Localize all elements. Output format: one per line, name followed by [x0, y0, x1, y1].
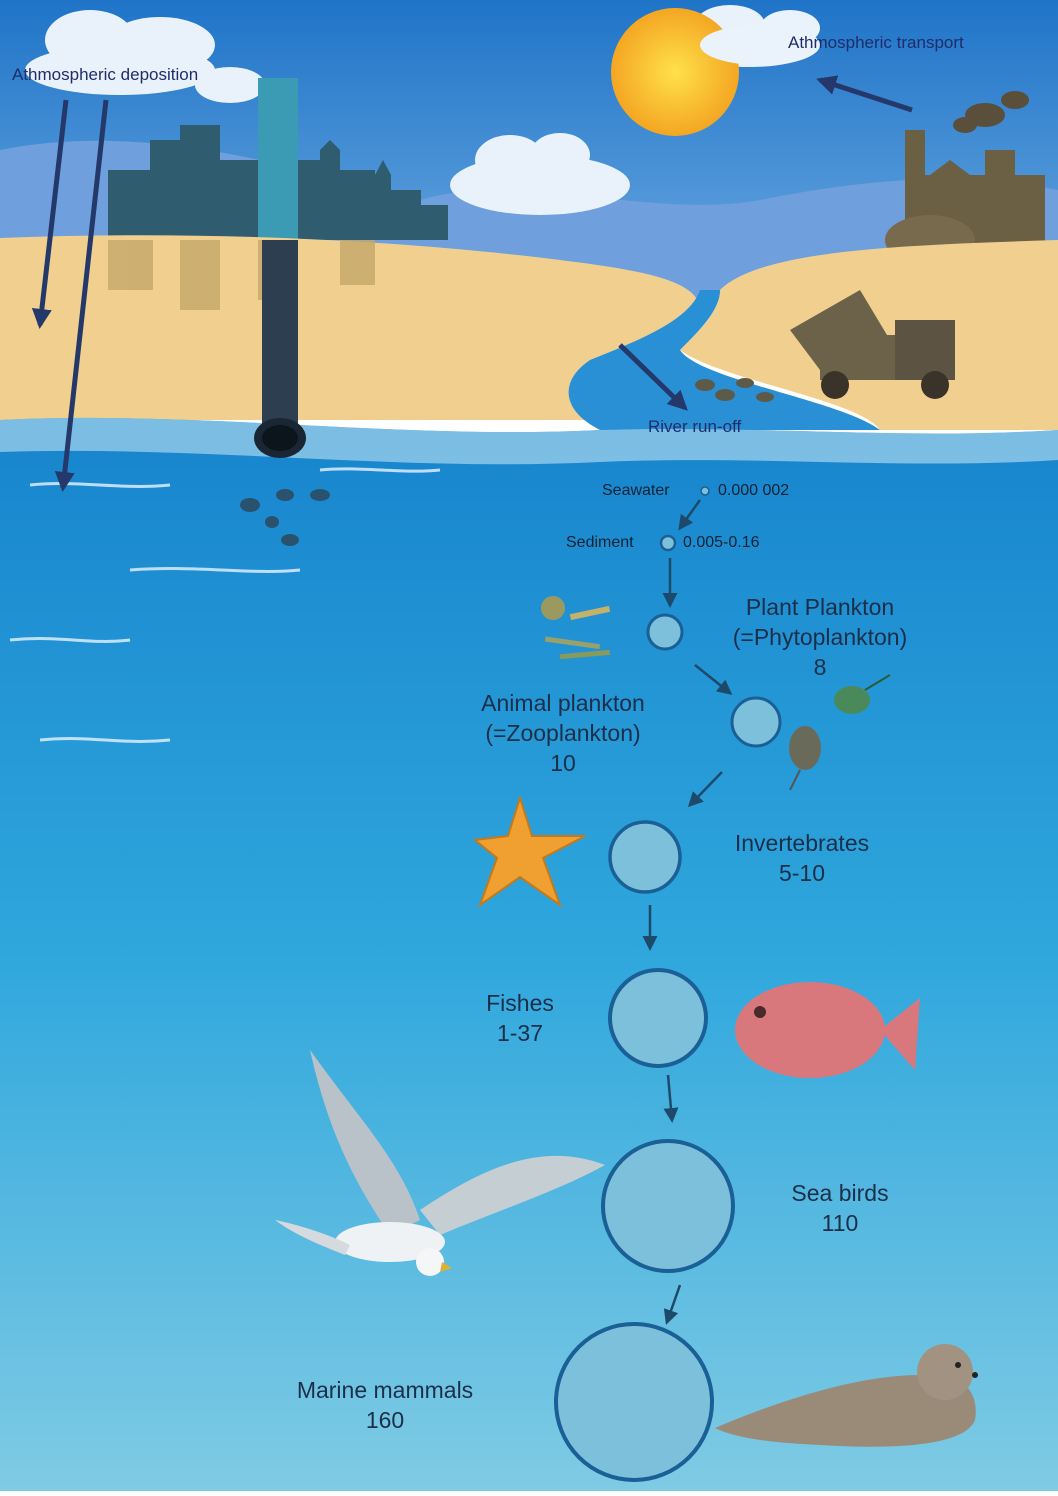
phytoplankton-value: 8 — [705, 652, 935, 682]
zooplankton-alias: (=Zooplankton) — [448, 718, 678, 748]
seawater-label: Seawater — [602, 476, 670, 506]
zooplankton-name: Animal plankton — [448, 688, 678, 718]
circle-mammals — [556, 1324, 712, 1480]
invertebrates-value: 5-10 — [712, 858, 892, 888]
circle-fishes — [610, 970, 706, 1066]
zooplankton-label: Animal plankton (=Zooplankton) 10 — [448, 688, 678, 778]
fishes-value: 1-37 — [470, 1018, 570, 1048]
mammals-label: Marine mammals 160 — [270, 1375, 500, 1435]
seabirds-label: Sea birds 110 — [775, 1178, 905, 1238]
circle-invertebrates — [610, 822, 680, 892]
fishes-label: Fishes 1-37 — [470, 988, 570, 1048]
fishes-name: Fishes — [470, 988, 570, 1018]
zooplankton-value: 10 — [448, 748, 678, 778]
circle-phytoplankton — [648, 615, 682, 649]
seabirds-name: Sea birds — [775, 1178, 905, 1208]
sun-icon — [611, 8, 739, 136]
circle-seabirds — [603, 1141, 733, 1271]
phytoplankton-name: Plant Plankton — [705, 592, 935, 622]
atmospheric-transport-label: Athmospheric transport — [788, 28, 964, 58]
seabirds-value: 110 — [775, 1208, 905, 1238]
sediment-label: Sediment — [566, 528, 634, 558]
circle-sediment — [661, 536, 675, 550]
invertebrates-label: Invertebrates 5-10 — [712, 828, 892, 888]
circle-seawater — [701, 487, 709, 495]
circle-zooplankton — [732, 698, 780, 746]
sea — [0, 418, 1058, 1491]
atmospheric-deposition-label: Athmospheric deposition — [12, 60, 198, 90]
mammals-value: 160 — [270, 1405, 500, 1435]
phytoplankton-label: Plant Plankton (=Phytoplankton) 8 — [705, 592, 935, 682]
seawater-value: 0.000 002 — [718, 476, 789, 506]
sediment-value: 0.005-0.16 — [683, 528, 760, 558]
mammals-name: Marine mammals — [270, 1375, 500, 1405]
river-runoff-label: River run-off — [648, 412, 741, 442]
phytoplankton-alias: (=Phytoplankton) — [705, 622, 935, 652]
invertebrates-name: Invertebrates — [712, 828, 892, 858]
